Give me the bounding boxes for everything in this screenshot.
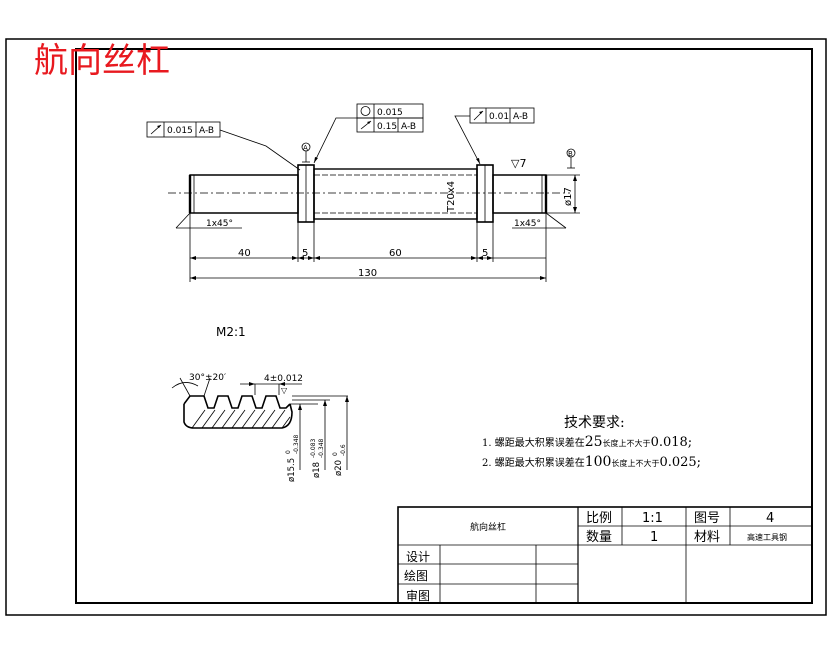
gdt-right-tolerance: 0.01 (489, 112, 509, 122)
detail-pitch: 4±0.012 (264, 374, 303, 384)
datum-a: A (301, 142, 311, 163)
tech-line1-b: 长度上不大于 (603, 438, 651, 448)
tb-part-name: 航向丝杠 (470, 521, 506, 533)
tb-drawing-no-value: 4 (766, 511, 774, 526)
tech-heading: 技术要求: (564, 415, 625, 431)
datum-a-label: A (303, 144, 308, 152)
detail-dia3-tol2: -0.6 (340, 444, 347, 456)
tech-line1-val: 0.018; (651, 435, 693, 450)
svg-text:2. 螺距最大积累误差在100长度上不大于0.025;: 2. 螺距最大积累误差在100长度上不大于0.025; (482, 454, 701, 470)
thread-detail: 30°±20′ 4±0.012 ▽ ø15.5 0 -0.348 ø18 -0.… (171, 373, 349, 482)
tech-line1-num: 25 (585, 434, 603, 450)
shaft-view (168, 164, 570, 223)
gdt-right-datum: A-B (513, 112, 528, 122)
detail-dia2-tol: -0.083 (310, 438, 317, 458)
tech-line2-a: 2. 螺距最大积累误差在 (482, 456, 585, 469)
thread-spec: T20x4 (446, 181, 457, 213)
datum-b-label: B (568, 150, 573, 158)
tech-line1-a: 1. 螺距最大积累误差在 (482, 436, 585, 449)
tb-ratio-value: 1:1 (642, 511, 663, 526)
gdt-frame-right: 0.01 A-B (454, 107, 535, 165)
detail-angle: 30°±20′ (189, 373, 226, 383)
tb-material-label: 材料 (694, 530, 720, 545)
tech-line2-b: 长度上不大于 (611, 458, 659, 468)
dim-5-left: 5 (302, 248, 308, 259)
datum-b: B (566, 148, 576, 169)
dim-40: 40 (238, 248, 251, 259)
detail-dia2-tol2: -0.348 (318, 438, 325, 458)
surface-finish: ▽7 (511, 157, 526, 170)
tb-drawing-no-label: 图号 (694, 511, 720, 526)
length-dims: 40 5 60 5 130 (190, 248, 546, 280)
tb-design-label: 设计 (406, 550, 430, 564)
dim-60: 60 (389, 248, 402, 259)
chamfer-left-dim: 1x45° (175, 212, 242, 229)
dim-5-right: 5 (482, 248, 488, 259)
tech-line2-num: 100 (585, 454, 612, 470)
tb-review-label: 审图 (406, 588, 430, 603)
tb-qty-value: 1 (650, 530, 658, 545)
title-block: 航向丝杠 比例 1:1 图号 4 数量 1 材料 高速工具钢 设计 绘图 审图 (397, 506, 813, 604)
tech-line2-val: 0.025; (659, 455, 701, 470)
tech-requirements: 技术要求: 1. 螺距最大积累误差在25长度上不大于0.018; 2. 螺距最大… (482, 415, 701, 470)
gdt-frame-left: 0.015 A-B (146, 121, 301, 171)
gdt-left-tolerance: 0.015 (167, 126, 193, 136)
dia-right-value: ø17 (563, 187, 574, 206)
gdt-frame-middle: 0.015 0.15 A-B (313, 103, 424, 164)
left-journal (189, 174, 299, 214)
gdt-mid-roundness: 0.015 (377, 108, 403, 118)
dim-130: 130 (358, 268, 377, 279)
tb-qty-label: 数量 (586, 530, 612, 545)
detail-dia1: ø15.5 (287, 458, 297, 482)
detail-scale: M2:1 (216, 325, 246, 339)
detail-dia1-tol2: -0.348 (293, 434, 300, 454)
tb-draw-label: 绘图 (404, 568, 428, 583)
outer-border (5, 38, 827, 616)
svg-text:1. 螺距最大积累误差在25长度上不大于0.018;: 1. 螺距最大积累误差在25长度上不大于0.018; (482, 434, 692, 450)
detail-dia2: ø18 (312, 462, 322, 478)
drawing-title: 航向丝杠 (34, 41, 170, 81)
detail-dia3: ø20 (334, 460, 344, 476)
gdt-mid-runout: 0.15 (377, 122, 397, 132)
chamfer-right-dim: 1x45° (512, 212, 567, 229)
dia-right-dim: ø17 (546, 174, 580, 214)
tb-material-value: 高速工具钢 (747, 532, 787, 542)
svg-text:▽: ▽ (281, 386, 288, 395)
chamfer-right-value: 1x45° (514, 219, 541, 229)
detail-dia3-tol: 0 (332, 452, 339, 456)
detail-dia1-tol: 0 (285, 450, 292, 454)
gdt-mid-datum: A-B (401, 122, 416, 132)
chamfer-left-value: 1x45° (206, 219, 233, 229)
right-journal (492, 174, 547, 214)
gdt-left-datum: A-B (199, 126, 214, 136)
tb-ratio-label: 比例 (586, 511, 612, 526)
